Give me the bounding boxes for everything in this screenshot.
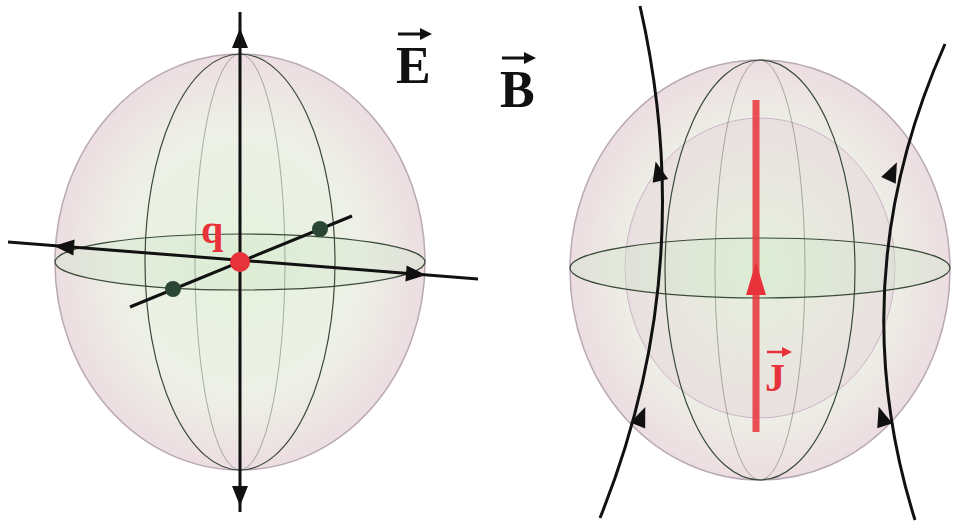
meridian	[715, 60, 805, 480]
point-charge	[230, 252, 250, 272]
electric-field-lines	[8, 12, 478, 512]
arrowhead	[232, 486, 248, 506]
arrowhead	[648, 159, 668, 182]
arrowhead	[232, 28, 248, 48]
arrowhead	[871, 404, 892, 428]
ampere-sphere	[570, 60, 950, 480]
field-dot	[312, 221, 328, 237]
field-line	[884, 44, 945, 520]
vector-arrow	[502, 52, 536, 64]
vector-symbol: B	[500, 64, 535, 116]
arrowhead	[405, 266, 426, 284]
arrowhead	[746, 262, 766, 295]
arrowhead	[630, 404, 652, 429]
magnetic-field-lines	[600, 6, 945, 520]
equator	[570, 238, 950, 298]
vector-arrow	[767, 347, 792, 357]
charge-symbol: q	[201, 210, 223, 250]
vector-arrow	[398, 28, 432, 40]
sphere-surface	[570, 60, 950, 480]
field-dot	[165, 281, 181, 297]
current-line	[746, 100, 766, 432]
meridian	[665, 60, 855, 480]
field-arrowheads	[630, 159, 904, 429]
vector-symbol: J	[765, 358, 785, 398]
field-line	[130, 216, 352, 307]
field-line	[600, 6, 663, 518]
arrowhead	[53, 238, 74, 256]
vector-symbol: E	[396, 40, 431, 92]
arrowhead	[881, 159, 904, 184]
